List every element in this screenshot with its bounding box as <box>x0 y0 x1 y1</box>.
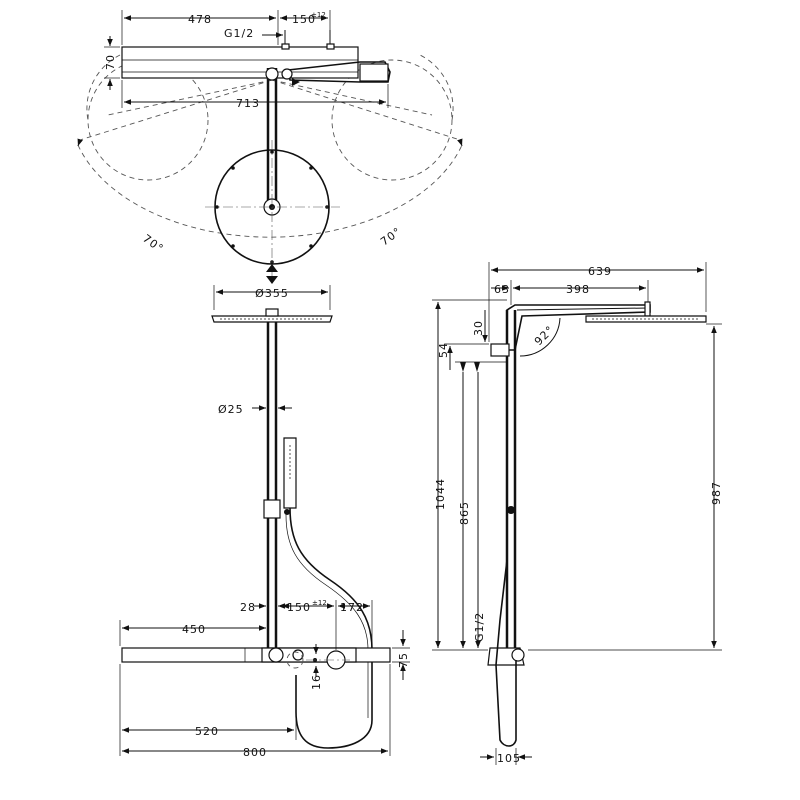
swing-arc-right-top <box>419 54 454 121</box>
dim-1044: 1044 <box>434 478 447 510</box>
dim-713: 713 <box>236 97 260 110</box>
dim-450: 450 <box>182 623 206 636</box>
swing-arc <box>77 144 463 238</box>
dim-pipe-diameter: Ø25 <box>218 403 244 416</box>
side-elevation-view: 639 63 398 92° 30 54 1044 865 G1/2 <box>432 262 723 765</box>
side-hose <box>495 559 517 747</box>
dim-16: 16 <box>310 674 323 690</box>
angle-92: 92° <box>532 323 557 348</box>
dim-150: 150 <box>292 13 316 26</box>
dim-54: 54 <box>437 342 450 358</box>
dim-63: 63 <box>494 283 510 296</box>
swing-arc-left-top <box>86 54 121 121</box>
dim-398: 398 <box>566 283 590 296</box>
shower-hose <box>289 507 373 749</box>
dim-75: 75 <box>397 652 410 668</box>
dim-70: 70 <box>104 54 117 70</box>
tolerance-sup-bottom: ±12 <box>312 599 327 607</box>
front-elevation-view: Ø355 Ø25 450 28 <box>119 285 410 759</box>
side-arm <box>506 304 651 351</box>
dim-800: 800 <box>243 746 267 759</box>
top-arm <box>287 61 391 83</box>
dim-987: 987 <box>710 481 723 505</box>
dim-head-diameter: Ø355 <box>255 287 289 300</box>
dim-28: 28 <box>240 601 256 614</box>
dim-478: 478 <box>188 13 212 26</box>
dim-865: 865 <box>458 501 471 525</box>
side-thread-label: G1/2 <box>473 612 486 642</box>
thread-label: G1/2 <box>224 27 254 40</box>
angle-left: 70° <box>140 232 166 256</box>
dim-30: 30 <box>472 320 485 336</box>
dim-520: 520 <box>195 725 219 738</box>
dim-172: 172 <box>340 601 364 614</box>
dim-639: 639 <box>588 265 612 278</box>
tolerance-sup: ±12 <box>311 11 326 19</box>
dim-150-bottom: 150 <box>287 601 311 614</box>
angle-right: 70° <box>378 225 404 249</box>
top-plan-view: 478 150 ±12 G1/2 70 713 70° 70° <box>77 10 463 284</box>
top-shelf <box>121 46 359 79</box>
dim-105: 105 <box>497 752 521 765</box>
